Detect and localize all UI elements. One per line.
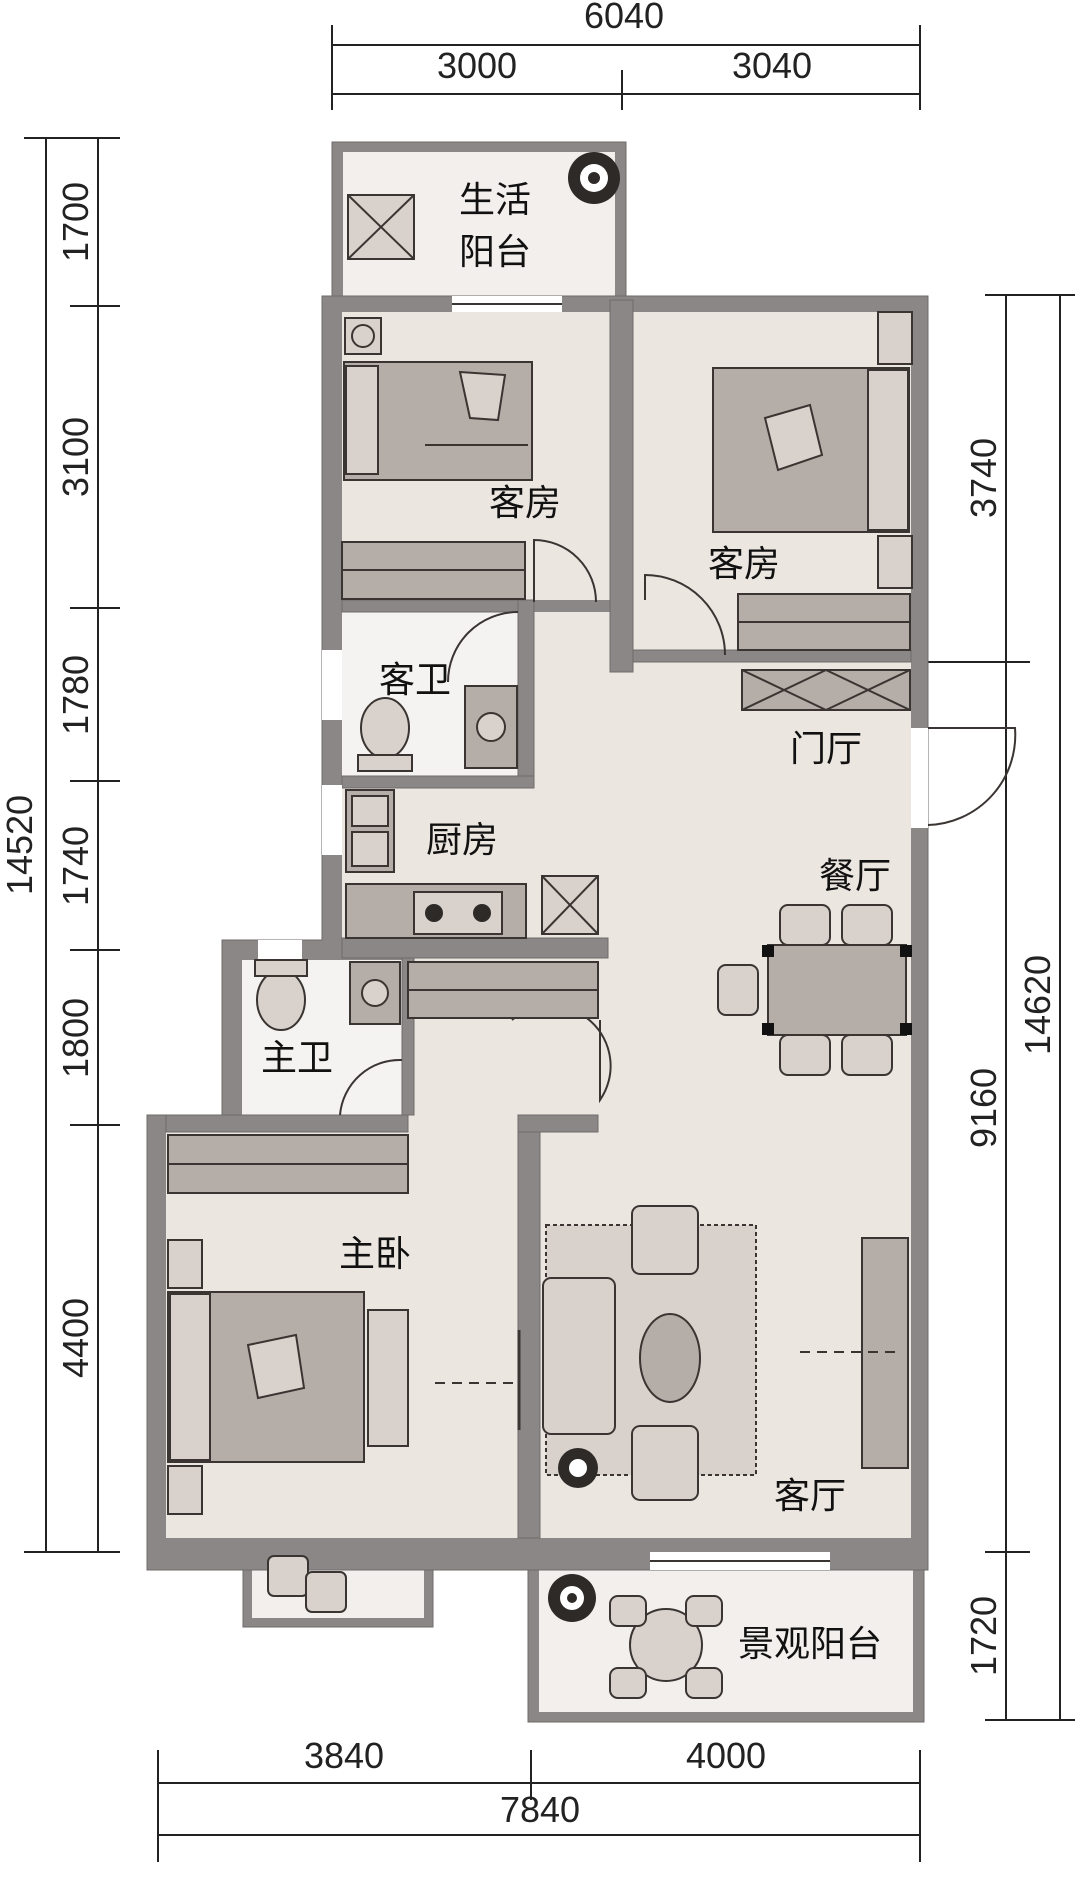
sofa-icon: [542, 1205, 699, 1501]
dim-right-1: 3740: [963, 438, 1004, 518]
bed-icon-2: [712, 367, 910, 533]
shoe-cabinet-icon: [741, 669, 911, 711]
label-view-balcony: 景观阳台: [738, 1624, 882, 1665]
dining-table-icon: [762, 944, 912, 1036]
nightstand-icon-2: [877, 535, 913, 589]
label-foyer: 门厅: [790, 729, 862, 770]
dim-left-4: 1740: [55, 826, 96, 906]
toilet-icon-2: [254, 959, 308, 1031]
nightstand-icon-4: [167, 1465, 203, 1515]
wardrobe-icon: [341, 541, 526, 600]
wardrobe-icon-3: [407, 961, 599, 1019]
dim-bottom-left: 3840: [304, 1735, 384, 1776]
dim-top-left: 3000: [437, 45, 517, 86]
dim-bottom-total: 7840: [500, 1789, 580, 1830]
wardrobe-icon-4: [167, 1134, 409, 1194]
dim-right-2: 9160: [963, 1068, 1004, 1148]
label-utility-balcony-2: 阳台: [459, 232, 531, 273]
view-balcony-floor: [539, 1550, 913, 1712]
label-guest-room-2: 客房: [708, 544, 780, 585]
dim-right-total: 14620: [1017, 955, 1058, 1055]
dim-left-6: 4400: [55, 1298, 96, 1378]
dim-left-3: 1780: [55, 655, 96, 735]
sink-icon: [464, 685, 518, 769]
label-kitchen: 厨房: [426, 820, 498, 861]
label-dining: 餐厅: [819, 856, 891, 897]
sink-icon-2: [345, 789, 395, 873]
room-labels: 生活 阳台 客房 客房 客卫 门厅 厨房 餐厅 主卫 主卧 客厅 景观阳台: [261, 180, 891, 1665]
lamp-icon: [344, 317, 382, 355]
sink-icon-3: [349, 961, 401, 1025]
plant-icon-3: [548, 1574, 596, 1622]
shower-icon: [347, 194, 415, 260]
stove-icon: [345, 883, 527, 939]
dim-top-right: 3040: [732, 45, 812, 86]
nightstand-icon-3: [167, 1239, 203, 1289]
wall-openings: [258, 296, 928, 1570]
plant-icon: [568, 152, 620, 204]
toilet-icon: [357, 697, 413, 772]
label-guest-room-1: 客房: [489, 483, 561, 524]
nightstand-icon: [877, 311, 913, 365]
dim-bottom-right: 4000: [686, 1735, 766, 1776]
coffee-table-icon: [639, 1313, 701, 1403]
dim-left-2: 3100: [55, 417, 96, 497]
dim-left-1: 1700: [55, 182, 96, 262]
bed-icon-3: [167, 1291, 365, 1463]
round-table-icon: [609, 1595, 723, 1699]
chair-icon-2: [267, 1555, 347, 1613]
bed-icon: [343, 361, 533, 481]
dim-right-3: 1720: [963, 1596, 1004, 1676]
label-living-room: 客厅: [774, 1476, 846, 1517]
dim-top-total: 6040: [584, 0, 664, 36]
wardrobe-icon-2: [737, 593, 911, 651]
label-master-bedroom: 主卧: [339, 1234, 411, 1275]
label-utility-balcony: 生活: [459, 180, 531, 221]
fridge-icon: [541, 875, 599, 935]
dimension-lines: [24, 25, 1075, 1862]
dimension-labels: 6040 3000 3040 1700 3100 1780 1740 1800 …: [0, 0, 1058, 1830]
dim-left-total: 14520: [0, 795, 40, 895]
interior-walls: [165, 299, 912, 1539]
dim-left-5: 1800: [55, 998, 96, 1078]
label-guest-bath: 客卫: [379, 660, 451, 701]
label-master-bath: 主卫: [261, 1038, 333, 1079]
chair-icon: [717, 904, 893, 1076]
plant-icon-2: [558, 1448, 598, 1488]
bench-icon: [367, 1309, 409, 1447]
